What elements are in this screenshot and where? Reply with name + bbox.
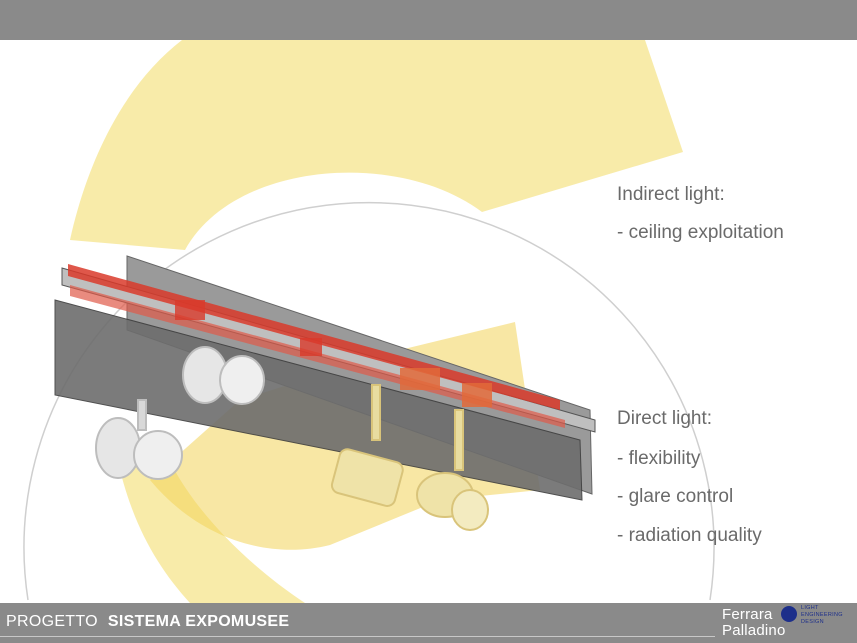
red-box-3 xyxy=(400,368,440,390)
company-logo: Ferrara Palladino LIGHT ENGINEERING DESI… xyxy=(720,604,850,642)
direct-item-radiation: - radiation quality xyxy=(617,525,762,546)
direct-item-glare: - glare control xyxy=(617,486,734,507)
logo-tagline-3: DESIGN xyxy=(801,619,824,625)
outer-arc xyxy=(23,201,715,601)
logo-tagline-1: LIGHT xyxy=(801,605,819,611)
logo-word-ferrara: Ferrara xyxy=(722,606,773,623)
footer-project-name: SISTEMA EXPOMUSEE xyxy=(107,613,290,630)
red-box-2 xyxy=(300,338,322,356)
footer-title: PROGETTO SISTEMA EXPOMUSEE xyxy=(6,613,289,631)
logo-tagline-2: ENGINEERING xyxy=(801,612,843,618)
lamp-2 xyxy=(182,346,265,405)
lamp-1 xyxy=(95,399,183,480)
direct-light-title: Direct light: xyxy=(617,408,713,429)
indirect-light-beam xyxy=(70,40,683,250)
red-box-1 xyxy=(175,300,205,320)
red-box-4 xyxy=(462,383,492,407)
direct-item-flexibility: - flexibility xyxy=(617,448,701,469)
top-bar xyxy=(0,0,857,40)
lighting-system-illustration xyxy=(23,40,715,603)
logo-word-palladino: Palladino xyxy=(722,622,786,639)
indirect-light-title: Indirect light: xyxy=(617,184,725,205)
logo-dot-icon xyxy=(781,606,797,622)
lamp-4 xyxy=(416,409,489,531)
footer-divider xyxy=(0,636,715,637)
red-conduit-2 xyxy=(70,285,565,428)
lamp-3 xyxy=(330,384,404,507)
footer-prefix: PROGETTO xyxy=(6,613,98,630)
indirect-item-ceiling: - ceiling exploitation xyxy=(617,222,784,243)
structure-main-beam xyxy=(54,299,583,501)
